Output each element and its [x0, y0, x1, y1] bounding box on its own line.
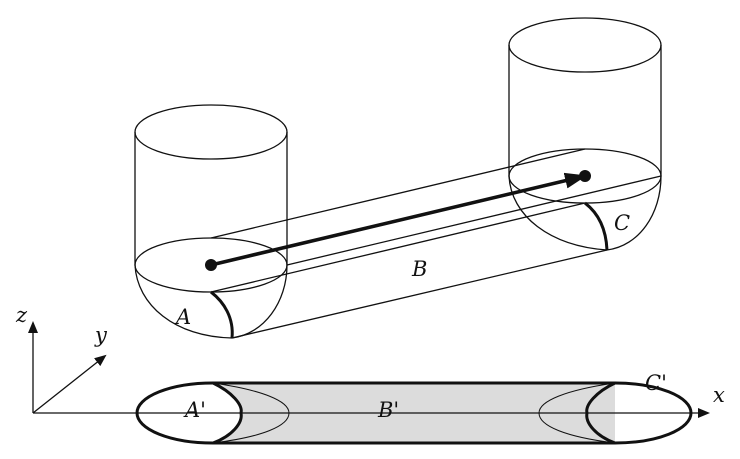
arc-c-thick: [584, 201, 609, 251]
tube-top-line: [210, 148, 586, 239]
left-hemisphere-outline: [134, 264, 288, 339]
trajectory-arrow: [210, 172, 587, 267]
label-a: A: [174, 305, 191, 329]
right-cylinder-top-ellipse: [508, 17, 662, 73]
axis-label-z: z: [15, 303, 28, 327]
connecting-tube: [210, 148, 662, 339]
y-axis: [32, 354, 107, 414]
start-point: [205, 259, 217, 271]
coordinate-axes: [28, 321, 710, 418]
label-b: B: [411, 257, 427, 281]
axis-label-y: y: [94, 323, 108, 347]
label-c-prime: C': [645, 371, 667, 395]
tube-middle-line-2: [210, 202, 586, 293]
label-a-prime: A': [183, 398, 206, 422]
tube-middle-line: [286, 175, 662, 266]
axis-label-x: x: [713, 383, 725, 407]
tube-bottom-line: [231, 249, 608, 339]
end-point: [579, 170, 591, 182]
label-c: C: [614, 211, 630, 235]
arc-a-thick: [210, 290, 234, 339]
left-cylinder-top-ellipse: [134, 104, 288, 160]
left-cylinder: [134, 104, 288, 339]
label-b-prime: B': [377, 398, 399, 422]
